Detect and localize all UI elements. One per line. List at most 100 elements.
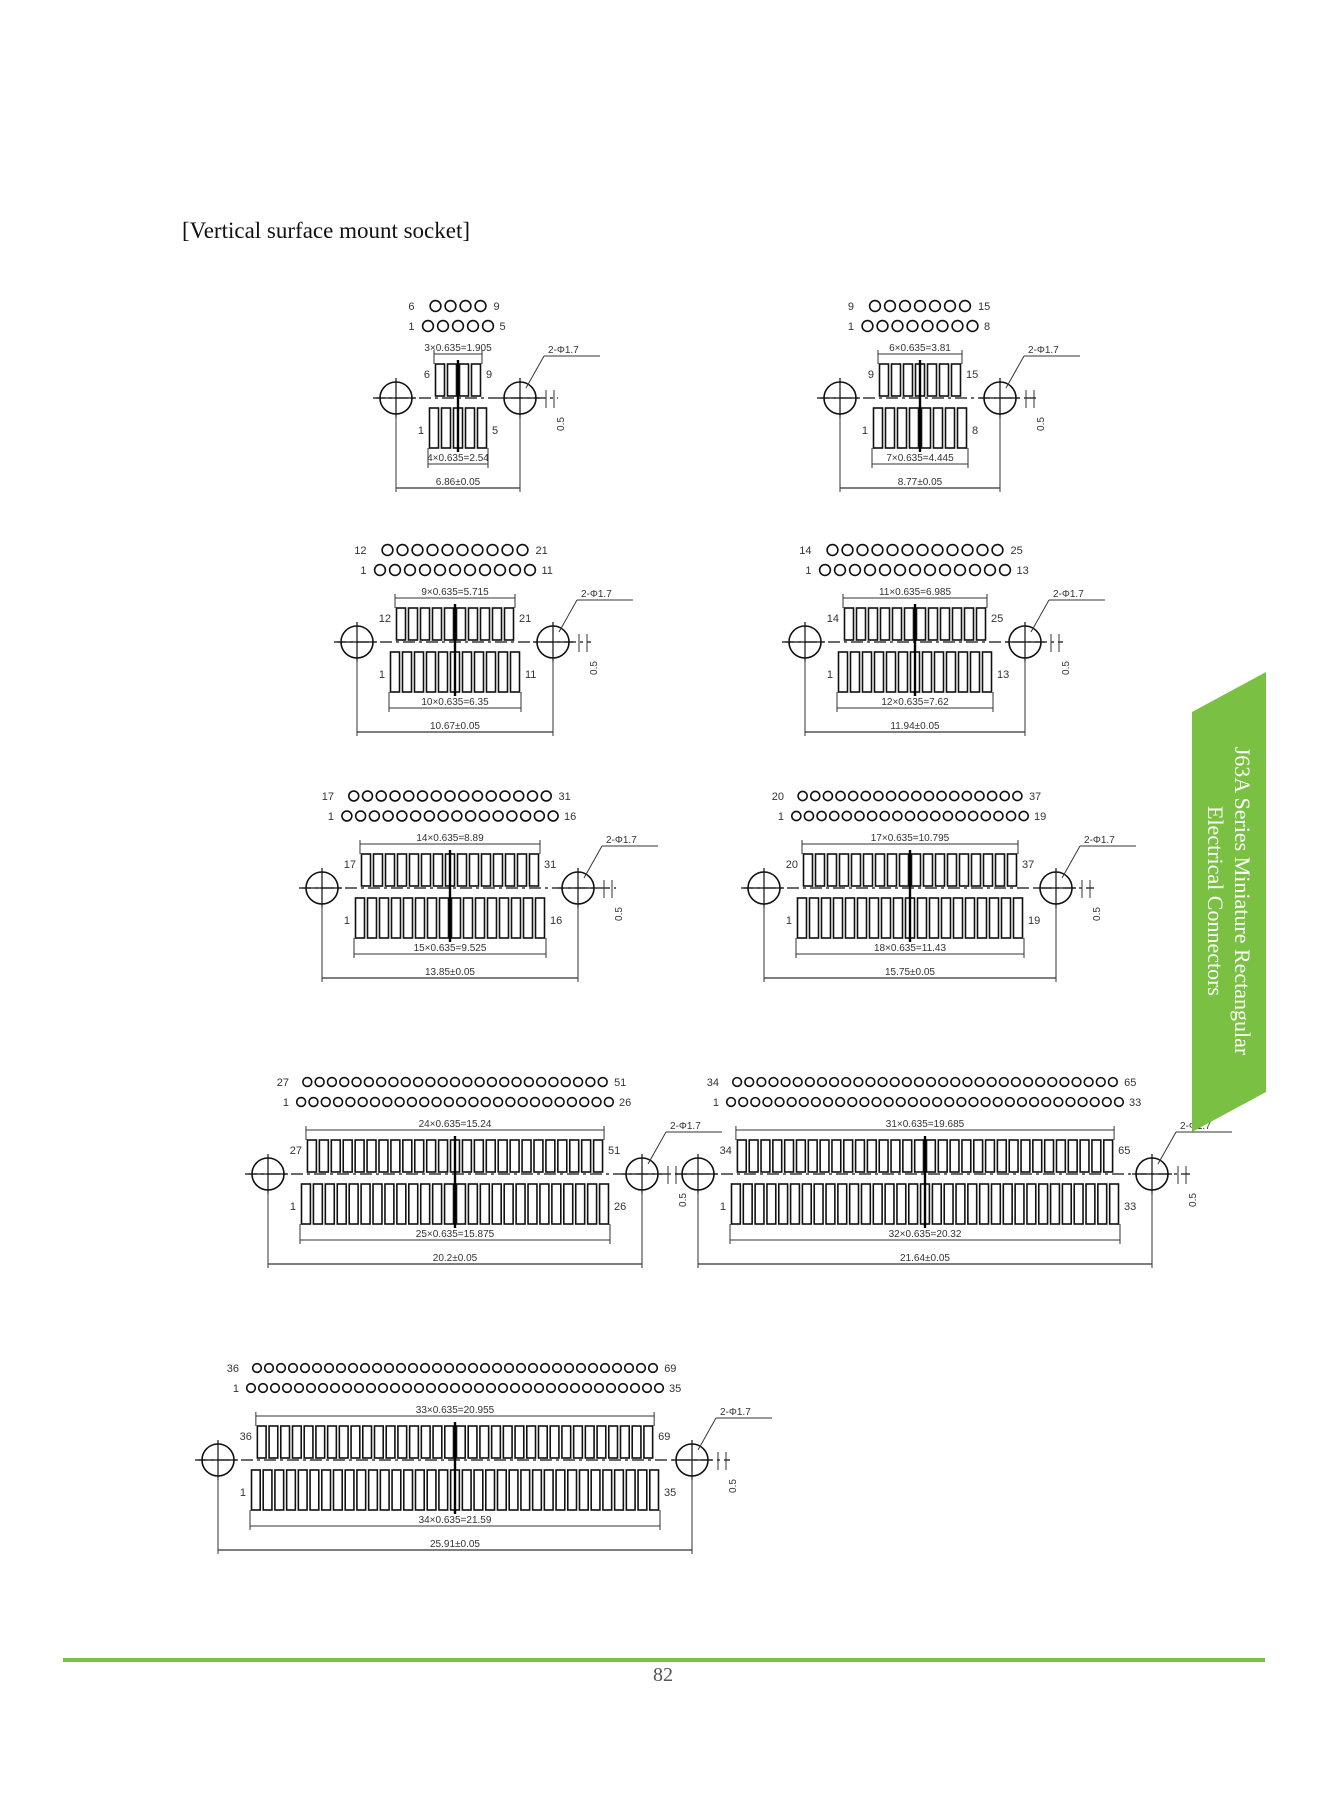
solder-pad (922, 853, 934, 887)
pin-label-row2-start: 1 (328, 811, 334, 823)
solder-pad (613, 1469, 625, 1511)
solder-pad (868, 897, 880, 939)
pin-dot (906, 319, 919, 333)
pin-dot (950, 1076, 961, 1088)
solder-pad (312, 1183, 324, 1225)
solder-pad (470, 363, 482, 397)
pin-label-row2-end: 5 (500, 321, 506, 333)
solder-pad (736, 1139, 748, 1173)
dimension-label-top: 33×0.635=20.955 (416, 1405, 495, 1416)
pin-dot (338, 1076, 350, 1088)
pin-dot (437, 1076, 448, 1088)
solder-pad (1073, 1183, 1084, 1225)
mounting-hole-label: 2-Φ1.7 (1028, 345, 1059, 356)
solder-pad (742, 1183, 753, 1225)
solder-pad (572, 1425, 584, 1459)
pin-dot (738, 1096, 749, 1108)
solder-pad (395, 607, 407, 641)
mounting-hole-left (302, 868, 342, 908)
dimension-overall: 20.2±0.05 (267, 1192, 643, 1268)
dimension-bottom: 25×0.635=15.875 (299, 1224, 611, 1244)
solder-pad (402, 1469, 414, 1511)
solder-pad (994, 853, 1006, 887)
pin-dot (492, 1096, 504, 1108)
solder-pad (933, 651, 945, 693)
pin-dot (341, 810, 353, 822)
pin-dot (363, 1076, 375, 1088)
mounting-hole-right (558, 868, 598, 908)
pin-dot (305, 1382, 317, 1394)
pin-dot (357, 1096, 368, 1108)
pin-dot (605, 1382, 617, 1394)
solder-pad (480, 853, 492, 887)
solder-pad (795, 1139, 807, 1173)
solder-pad (563, 1183, 574, 1225)
solder-pad (496, 1469, 508, 1511)
pin-dot (471, 543, 484, 557)
solder-pad (996, 1139, 1008, 1173)
pin-dot (486, 1076, 498, 1088)
solder-pad (574, 1183, 586, 1225)
solder-pad (464, 407, 476, 449)
side-tab-background (1192, 672, 1266, 1132)
solder-pad (378, 1139, 389, 1173)
solder-pad (407, 607, 419, 641)
footprint-label-row2-end: 11 (525, 669, 536, 681)
pin-dot (966, 319, 979, 333)
solder-pad (309, 1469, 320, 1511)
pin-dot (418, 563, 432, 577)
pin-dot (351, 1076, 362, 1088)
solder-pad (1020, 1139, 1031, 1173)
solder-pad (880, 897, 892, 939)
dimension-label-overall: 11.94±0.05 (890, 721, 940, 732)
solder-pad (367, 1469, 379, 1511)
solder-pad (456, 853, 468, 887)
solder-pad (425, 651, 437, 693)
dimension-label-bottom: 7×0.635=4.445 (886, 453, 954, 464)
solder-pad (990, 1183, 1002, 1225)
drawing-svg: 346513331×0.635=19.68534651332-Φ1.70.532… (675, 1076, 1232, 1268)
solder-pad (514, 1425, 525, 1459)
solder-pad (491, 607, 503, 641)
pin-dot (943, 299, 957, 313)
pin-dot (956, 1096, 967, 1108)
solder-pad (315, 1425, 326, 1459)
pin-dot (519, 810, 532, 822)
pin-dot (426, 543, 439, 557)
pin-dot (835, 790, 846, 802)
solder-pad (890, 1139, 901, 1173)
solder-pad (926, 363, 938, 397)
pin-dot (1059, 1076, 1070, 1088)
pin-dot (486, 543, 499, 557)
pin-dot (425, 1076, 436, 1088)
pin-dot (1004, 1096, 1016, 1108)
solder-pad (969, 651, 981, 693)
pin-dot (955, 810, 966, 822)
pin-dot (798, 1096, 809, 1108)
pin-dot (323, 1362, 335, 1374)
solder-pad (967, 1183, 978, 1225)
pin-dot (281, 1382, 293, 1394)
solder-pad (772, 1139, 783, 1173)
solder-pad (838, 853, 850, 887)
solder-pad (963, 607, 975, 641)
pin-dot (653, 1382, 665, 1394)
solder-pad (413, 1139, 425, 1173)
solder-pad (360, 853, 372, 887)
pin-dot (437, 1382, 449, 1394)
solder-pad (509, 1139, 520, 1173)
footprint-label-row1-end: 21 (519, 613, 531, 625)
footprint-label-row2-start: 1 (786, 915, 792, 927)
offset-label: 0.5 (589, 661, 600, 675)
pin-dot (421, 319, 435, 333)
solder-pad (848, 1183, 860, 1225)
pin-dot (287, 1362, 299, 1374)
pin-dot (566, 1096, 578, 1108)
solder-pad (537, 1425, 549, 1459)
mounting-hole-left (744, 868, 784, 908)
pin-dot (403, 790, 415, 802)
solder-pad (342, 1139, 353, 1173)
